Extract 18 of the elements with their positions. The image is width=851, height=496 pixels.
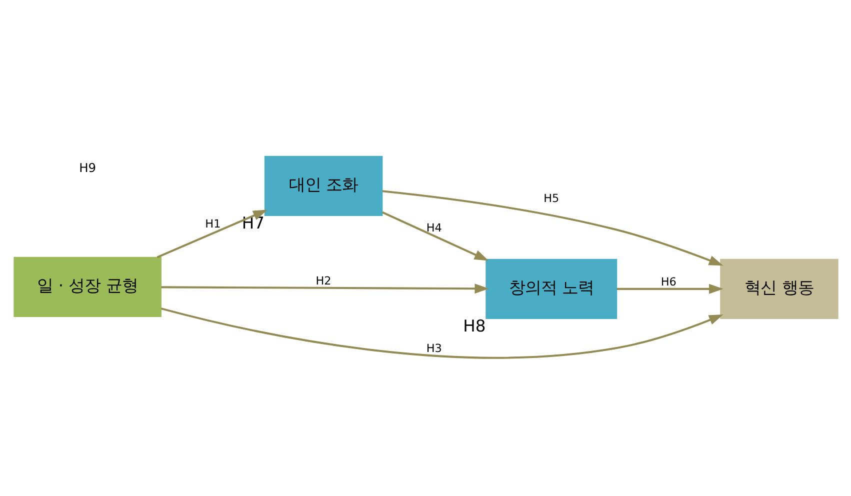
- edge-label: H1: [204, 217, 220, 230]
- arrow: [382, 210, 488, 260]
- node-box: 일 · 성장 균형: [13, 256, 161, 316]
- label: H9: [78, 160, 96, 174]
- edge-label: H2: [315, 274, 331, 288]
- edge-label: H4: [426, 221, 442, 234]
- arrow: [160, 307, 723, 358]
- edge-label: H6: [660, 275, 676, 288]
- arrow: [382, 190, 723, 266]
- edge-label: H5: [543, 192, 559, 205]
- node-box: 창의적 노력: [485, 258, 617, 318]
- arrow: [616, 283, 723, 294]
- edge-label: H3: [426, 341, 442, 354]
- node-box: 대인 조화: [264, 155, 382, 216]
- arrow: [160, 283, 489, 294]
- node-label: H8: [462, 316, 486, 336]
- node-box: 혁신 행동: [720, 258, 838, 318]
- arrow: [156, 209, 267, 258]
